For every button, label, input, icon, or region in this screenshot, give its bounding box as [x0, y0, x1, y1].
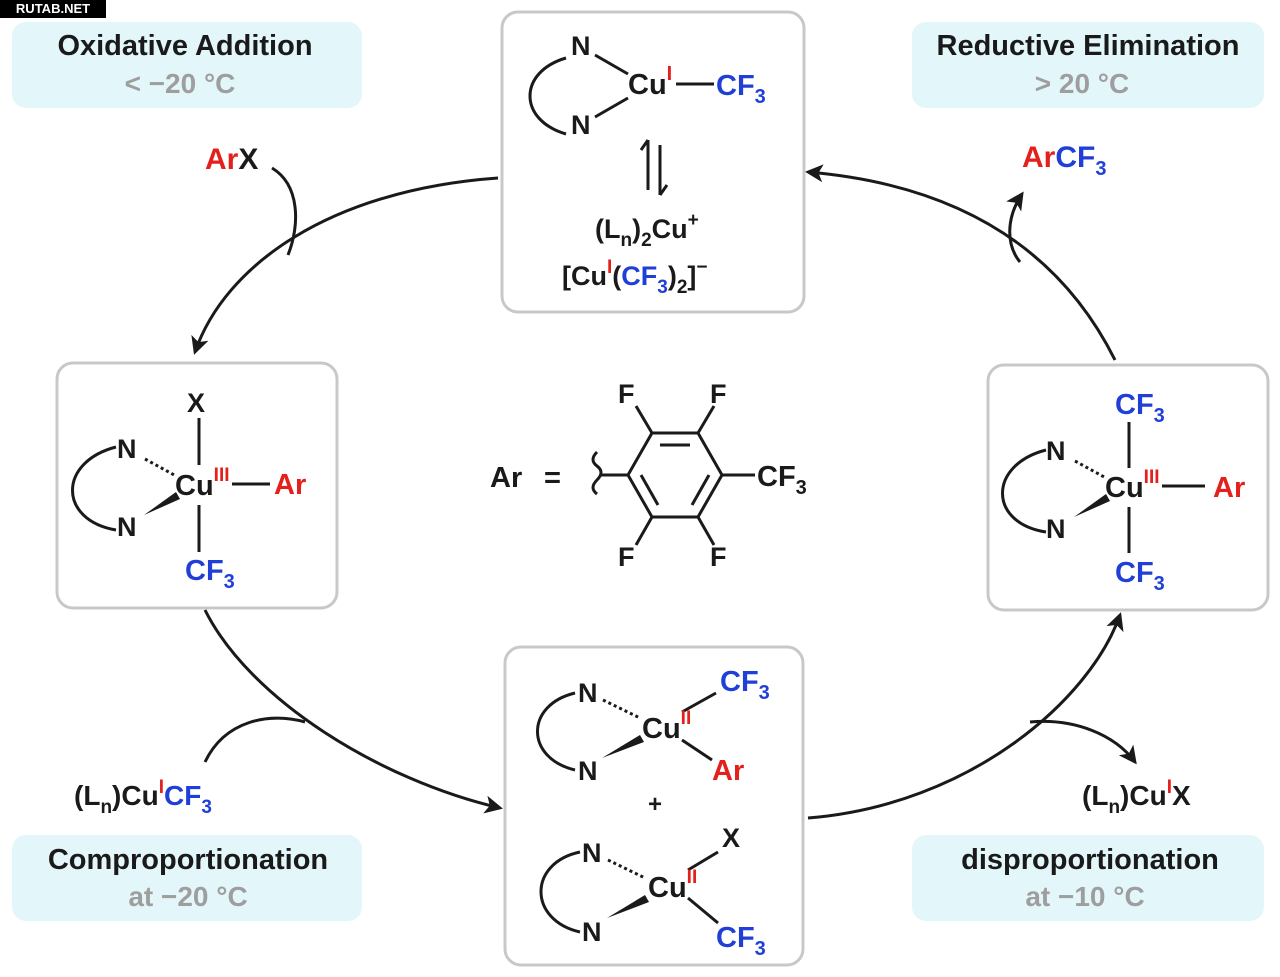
arc-bottom-to-right: [807, 612, 1124, 820]
oxidative-addition-condition: < −20 °C: [125, 68, 236, 99]
svg-text:+: +: [648, 791, 662, 818]
svg-text:N: N: [578, 678, 598, 708]
arc-top-to-left: [191, 176, 499, 355]
svg-text:Ar: Ar: [1213, 472, 1245, 504]
svg-text:F: F: [710, 379, 727, 409]
reductive-elimination-condition: > 20 °C: [1035, 68, 1129, 99]
svg-text:N: N: [582, 917, 602, 947]
oxidative-addition-panel: Oxidative Addition < −20 °C: [12, 22, 362, 108]
reagent-lncu-cf3: (Ln)CuICF3: [74, 777, 212, 818]
svg-text:CF3: CF3: [720, 666, 770, 704]
svg-text:CF3: CF3: [716, 922, 766, 960]
wavy-attachment-icon: [591, 450, 603, 496]
svg-text:N: N: [1046, 514, 1066, 544]
svg-text:CF3: CF3: [185, 555, 235, 593]
watermark: RUTAB.NET: [0, 0, 106, 18]
comproportionation-entry-arrow: [203, 716, 306, 763]
svg-text:N: N: [1046, 436, 1066, 466]
product-arcf3: ArCF3: [1022, 141, 1106, 180]
svg-text:Ar: Ar: [490, 462, 522, 494]
ar-definition: Ar = F F F F CF3: [490, 379, 807, 572]
bottom-complex-box: N N CuII CF3 Ar + N N CuII X CF3: [503, 645, 805, 967]
reagent-arx: ArX: [205, 143, 258, 176]
svg-text:N: N: [578, 756, 598, 786]
svg-text:N: N: [117, 512, 137, 542]
disproportionation-exit-arrow: [1029, 719, 1137, 765]
svg-text:=: =: [544, 462, 561, 494]
disproportionation-title: disproportionation: [961, 844, 1219, 876]
svg-text:N: N: [571, 31, 591, 61]
svg-text:CF3: CF3: [757, 461, 807, 499]
svg-text:N: N: [582, 838, 602, 868]
svg-text:F: F: [618, 379, 635, 409]
svg-text:Ar: Ar: [274, 469, 306, 501]
product-lncu-x: (Ln)CuIX: [1082, 777, 1191, 818]
disproportionation-condition: at −10 °C: [1025, 881, 1144, 912]
reductive-elimination-panel: Reductive Elimination > 20 °C: [912, 22, 1264, 108]
top-complex-box: N N CuI CF3 (Ln)2Cu+ [CuI(CF3)2]−: [500, 10, 806, 314]
cu-iii-center-right: CuIII: [1105, 467, 1160, 504]
reductive-elimination-title: Reductive Elimination: [937, 30, 1240, 62]
svg-text:CF3: CF3: [1115, 557, 1165, 595]
ln2cu-plus: (Ln)2Cu+: [595, 210, 699, 251]
cu-ii-center-lower: CuII: [648, 867, 697, 904]
cu-i-center: CuI: [628, 63, 672, 101]
cf3-ligand: CF3: [716, 70, 766, 108]
svg-text:N: N: [117, 434, 137, 464]
arx-entry-arrow: [271, 166, 298, 256]
comproportionation-panel: Comproportionation at −20 °C: [12, 835, 362, 921]
cu-iii-center-left: CuIII: [175, 465, 230, 502]
cu-ii-center-upper: CuII: [642, 708, 691, 745]
arc-left-to-bottom: [203, 609, 503, 814]
comproportionation-title: Comproportionation: [48, 844, 328, 876]
cu-cf3-2-minus: [CuI(CF3)2]−: [562, 257, 708, 298]
comproportionation-condition: at −20 °C: [128, 881, 247, 912]
svg-text:X: X: [722, 823, 740, 853]
svg-text:F: F: [710, 542, 727, 572]
svg-text:F: F: [618, 542, 635, 572]
arc-right-to-top: [805, 164, 1117, 361]
arcf3-exit-arrow: [1006, 191, 1024, 263]
svg-text:CF3: CF3: [1115, 389, 1165, 427]
oxidative-addition-title: Oxidative Addition: [57, 30, 312, 62]
svg-text:N: N: [571, 110, 591, 140]
left-complex-box: X N N CuIII Ar CF3: [55, 361, 339, 610]
right-complex-box: CF3 N N CuIII Ar CF3: [986, 363, 1270, 612]
svg-text:Ar: Ar: [712, 755, 744, 787]
disproportionation-panel: disproportionation at −10 °C: [912, 835, 1264, 921]
svg-text:X: X: [187, 388, 205, 418]
